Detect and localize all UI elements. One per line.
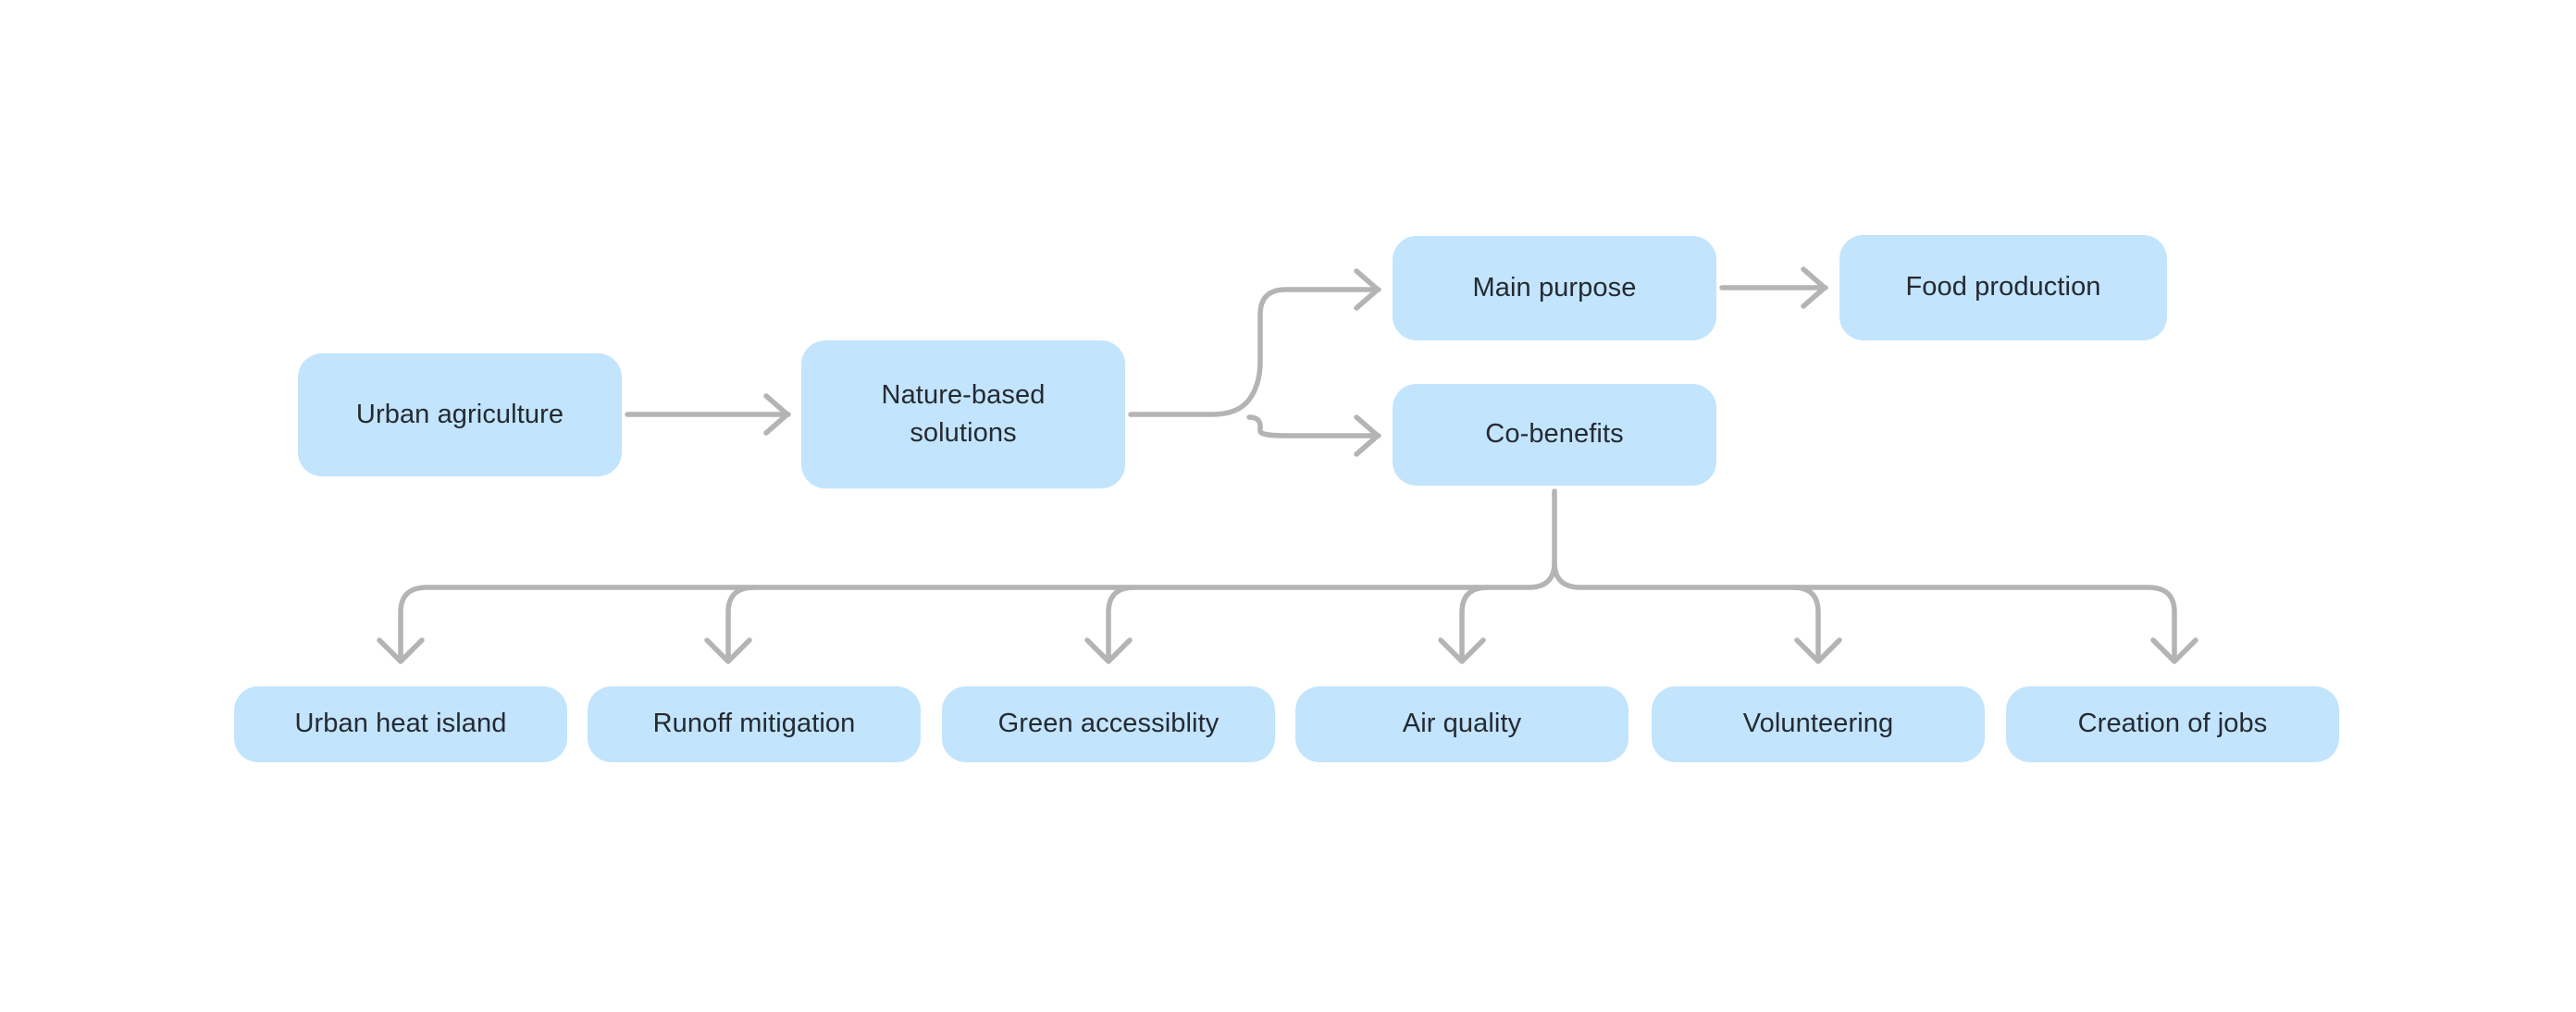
node-food-production[interactable]: Food production (1839, 235, 2167, 340)
edge-co-benefits-to-runoff-mitigation (704, 585, 757, 664)
node-label: Creation of jobs (2077, 709, 2268, 739)
node-label: Volunteering (1742, 709, 1894, 739)
edge-urban-agriculture-to-nature-based-solutions (625, 393, 791, 436)
node-label: Main purpose (1472, 272, 1637, 302)
node-label: Nature-based solutions (881, 379, 1046, 448)
node-main-purpose[interactable]: Main purpose (1393, 236, 1716, 340)
edge-co-benefits-to-volunteering (1790, 585, 1842, 664)
edge-co-benefits-to-air-quality (1438, 585, 1491, 664)
node-nature-based-solutions[interactable]: Nature-based solutions (801, 340, 1125, 488)
node-runoff-mitigation[interactable]: Runoff mitigation (588, 686, 921, 762)
edge-co-benefits-to-urban-heat-island (377, 637, 425, 664)
edge-nature-based-solutions-to-main-purpose (1128, 268, 1381, 417)
edge-main-purpose-to-food-production (1719, 266, 1828, 309)
node-label: Green accessiblity (997, 709, 1220, 739)
edge-co-benefits-to-green-accessiblity (1084, 585, 1137, 664)
node-label: Urban agriculture (355, 399, 564, 429)
node-label: Food production (1905, 272, 2101, 302)
node-urban-agriculture[interactable]: Urban agriculture (298, 353, 622, 476)
edge-nature-based-solutions-to-co-benefits (1246, 414, 1381, 457)
node-label: Runoff mitigation (652, 709, 856, 739)
node-air-quality[interactable]: Air quality (1295, 686, 1629, 762)
node-volunteering[interactable]: Volunteering (1652, 686, 1985, 762)
node-green-accessiblity[interactable]: Green accessiblity (942, 686, 1275, 762)
node-label: Urban heat island (294, 709, 507, 739)
node-co-benefits[interactable]: Co-benefits (1393, 384, 1716, 486)
node-urban-heat-island[interactable]: Urban heat island (234, 686, 567, 762)
edge-co-benefits-to-creation-of-jobs (2150, 637, 2198, 664)
edge-co-benefits-stem (398, 488, 2177, 661)
node-label: Co-benefits (1485, 419, 1624, 450)
node-creation-of-jobs[interactable]: Creation of jobs (2006, 686, 2339, 762)
node-label: Air quality (1402, 709, 1522, 739)
